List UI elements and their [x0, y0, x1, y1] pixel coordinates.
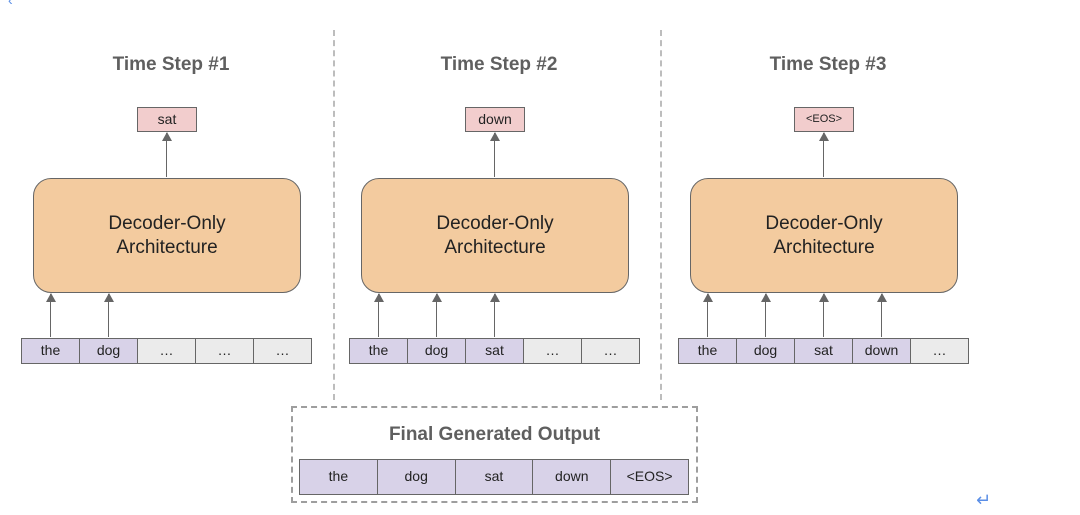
- final-token: <EOS>: [611, 460, 688, 494]
- input-token: dog: [737, 339, 795, 363]
- input-arrow: [103, 293, 114, 337]
- input-arrow: [876, 293, 887, 337]
- final-token: sat: [455, 460, 534, 494]
- output-arrow: [161, 132, 172, 177]
- input-token: the: [350, 339, 408, 363]
- decoder-label-line2: Architecture: [116, 236, 218, 258]
- final-token: dog: [377, 460, 456, 494]
- input-token: the: [679, 339, 737, 363]
- input-token: down: [853, 339, 911, 363]
- return-arrow-icon: ↵: [976, 490, 992, 510]
- decoder-label-line2: Architecture: [773, 236, 875, 258]
- input-token-row: the dog sat … …: [349, 338, 640, 364]
- input-token: …: [138, 339, 196, 363]
- input-arrow: [702, 293, 713, 337]
- time-step-2: Time Step #2 down Decoder-Only Architect…: [349, 0, 649, 400]
- input-arrow: [760, 293, 771, 337]
- input-token: …: [196, 339, 254, 363]
- input-token: sat: [466, 339, 524, 363]
- input-token: sat: [795, 339, 853, 363]
- input-arrow: [431, 293, 442, 337]
- input-arrow: [489, 293, 500, 337]
- decoder-label-line2: Architecture: [444, 236, 546, 258]
- time-step-1: Time Step #1 sat Decoder-Only Architectu…: [21, 0, 321, 400]
- input-token: the: [22, 339, 80, 363]
- input-token: dog: [408, 339, 466, 363]
- decoder-block: Decoder-Only Architecture: [361, 178, 629, 293]
- corner-mark: ‹: [8, 0, 13, 8]
- decoder-block: Decoder-Only Architecture: [33, 178, 301, 293]
- step-title: Time Step #3: [769, 54, 887, 75]
- input-arrow: [373, 293, 384, 337]
- decoder-label-line1: Decoder-Only: [765, 212, 883, 234]
- output-token: <EOS>: [794, 107, 854, 132]
- step-divider-2: [660, 30, 662, 400]
- output-token: sat: [137, 107, 197, 132]
- input-token: …: [524, 339, 582, 363]
- step-divider-1: [333, 30, 335, 400]
- final-token-row: the dog sat down <EOS>: [299, 459, 689, 495]
- input-token: dog: [80, 339, 138, 363]
- decoder-block: Decoder-Only Architecture: [690, 178, 958, 293]
- final-output-title: Final Generated Output: [388, 424, 601, 445]
- input-arrow: [45, 293, 56, 337]
- output-token: down: [465, 107, 525, 132]
- decoder-label-line1: Decoder-Only: [108, 212, 226, 234]
- input-token: …: [911, 339, 968, 363]
- output-arrow: [489, 132, 500, 177]
- step-title: Time Step #2: [440, 54, 558, 75]
- decoder-label-line1: Decoder-Only: [436, 212, 554, 234]
- input-arrow: [818, 293, 829, 337]
- input-token-row: the dog … … …: [21, 338, 312, 364]
- final-token: down: [533, 460, 612, 494]
- input-token: …: [582, 339, 639, 363]
- input-token: …: [254, 339, 311, 363]
- output-arrow: [818, 132, 829, 177]
- step-title: Time Step #1: [112, 54, 230, 75]
- final-token: the: [300, 460, 378, 494]
- input-token-row: the dog sat down …: [678, 338, 969, 364]
- time-step-3: Time Step #3 <EOS> Decoder-Only Architec…: [678, 0, 978, 400]
- final-output-box: Final Generated Output the dog sat down …: [291, 406, 698, 503]
